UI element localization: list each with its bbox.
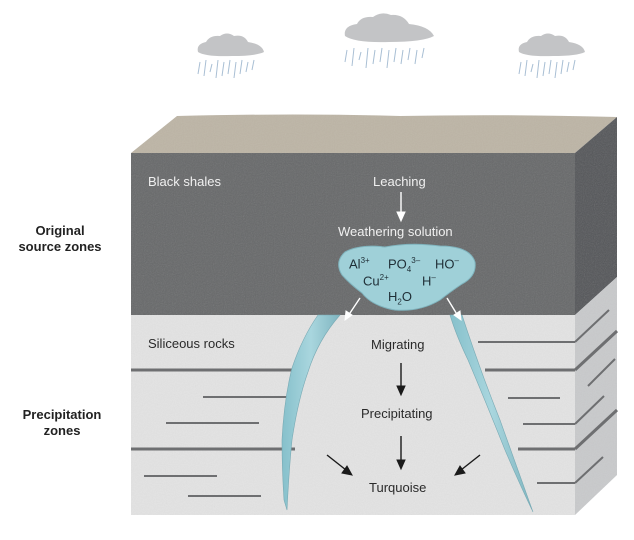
arrow-head-icon	[454, 465, 466, 476]
black-shale-layer	[131, 153, 575, 315]
cloud-icon	[518, 33, 585, 57]
stratum-line	[574, 395, 605, 425]
ion-symbol: H	[422, 273, 432, 289]
siliceous-rock-layer	[131, 315, 575, 515]
ion-subscript: 4	[406, 264, 412, 274]
side-strata-lines	[573, 309, 619, 484]
arrow-head-icon	[453, 310, 462, 322]
ion-symbol: PO	[388, 256, 407, 272]
arrow-head-icon	[396, 459, 406, 471]
label-line: source zones	[18, 239, 102, 254]
label-migrating: Migrating	[371, 337, 425, 352]
ion-charge: 2+	[379, 273, 389, 282]
stratum-line	[587, 358, 616, 387]
ion-symbol: Al	[349, 256, 361, 272]
arrow-right-converge	[460, 454, 481, 471]
ion-copper: Cu2+	[363, 273, 389, 288]
ion-charge: –	[431, 273, 436, 282]
label-original-source-zones: Original source zones	[2, 223, 118, 255]
weathering-solution-pool	[338, 243, 476, 311]
ion-charge: 3+	[360, 256, 370, 265]
stratum-line	[573, 329, 619, 372]
stratum-line	[573, 408, 619, 451]
ion-hydride: H–	[422, 273, 436, 288]
ion-phosphate: PO43–	[388, 256, 420, 274]
cloud-icon	[197, 33, 264, 57]
arrow-head-icon	[396, 211, 406, 223]
ion-symbol: HO	[435, 256, 455, 272]
ion-charge: 3–	[411, 256, 421, 265]
ion-aluminum: Al3+	[349, 256, 370, 271]
ion-charge: –	[454, 256, 459, 265]
arrow-head-icon	[341, 465, 353, 476]
siliceous-rock-side	[575, 277, 617, 515]
rain-icon	[344, 47, 425, 69]
label-siliceous-rocks: Siliceous rocks	[148, 336, 235, 351]
rain-cloud-left	[197, 33, 264, 79]
black-shale-side	[575, 117, 617, 315]
label-black-shales: Black shales	[148, 174, 221, 189]
rain-cloud-center	[344, 13, 434, 69]
label-precipitating: Precipitating	[361, 406, 433, 421]
label-leaching: Leaching	[373, 174, 426, 189]
arrow-head-icon	[396, 385, 406, 397]
rain-cloud-right	[518, 33, 585, 79]
label-weathering-solution: Weathering solution	[338, 224, 453, 239]
label-precipitation-zones: Precipitation zones	[2, 407, 122, 439]
arrow-left-converge	[326, 454, 347, 471]
ion-hydroxide: HO–	[435, 256, 459, 271]
label-line: Original	[35, 223, 85, 238]
precipitation-arrows	[326, 363, 481, 476]
rain-icon	[518, 59, 576, 79]
ion-symbol: H	[388, 289, 398, 304]
ion-symbol: Cu	[363, 273, 380, 289]
ion-water: H2O	[388, 289, 412, 307]
left-vein	[281, 314, 341, 511]
arrow-head-icon	[344, 310, 353, 322]
label-turquoise: Turquoise	[369, 480, 427, 495]
cloud-icon	[344, 13, 434, 43]
stratum-line	[574, 309, 610, 343]
strata-lines	[131, 341, 575, 497]
pool-outflow-arrows	[344, 192, 462, 322]
rain-icon	[197, 59, 255, 79]
ion-subscript: 2	[397, 297, 402, 307]
ion-symbol-tail: O	[401, 289, 412, 304]
label-line: zones	[43, 423, 81, 438]
top-soil-face	[131, 114, 617, 153]
arrow-left-outflow	[347, 297, 361, 317]
stratum-line	[574, 456, 604, 484]
right-vein	[449, 314, 534, 513]
label-line: Precipitation	[22, 407, 102, 422]
